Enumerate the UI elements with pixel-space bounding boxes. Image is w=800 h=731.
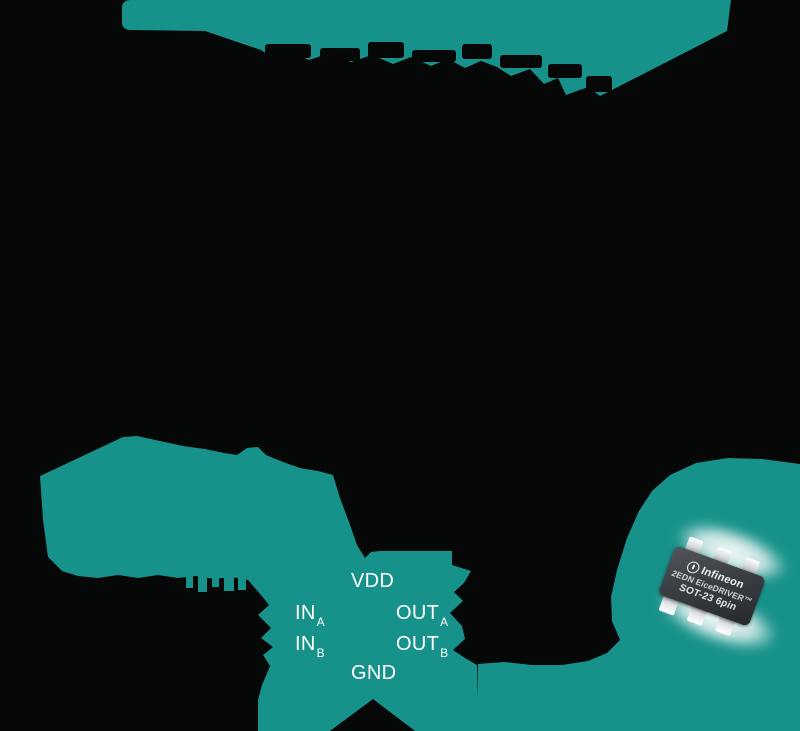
banner-text-knockout: [320, 48, 360, 61]
banner-text-knockout: [412, 50, 456, 62]
pin-label-out-a-sub: A: [440, 615, 449, 629]
banner-text-knockout: [586, 76, 612, 92]
pin-label-gnd: GND: [351, 663, 396, 683]
pin-label-vdd: VDD: [351, 571, 394, 591]
teal-banner-shape: [122, 0, 731, 96]
pin-label-out-b-base: OUT: [396, 633, 440, 655]
pin-label-out-a: OUTA: [396, 602, 448, 628]
bottom-notch: [330, 699, 415, 731]
pin-label-in-a-sub: A: [316, 615, 325, 629]
teal-fragment: [224, 576, 234, 591]
pin-label-in-a: INA: [295, 602, 325, 628]
pin-label-in-a-base: IN: [295, 602, 316, 624]
banner-text-knockout: [265, 44, 311, 58]
pin-label-in-b-sub: B: [316, 646, 325, 660]
teal-fragment: [198, 576, 207, 592]
teal-fragment: [186, 576, 193, 588]
banner-text-knockout: [462, 44, 492, 59]
banner-text-knockout: [548, 64, 582, 78]
pin-label-out-b-sub: B: [440, 646, 449, 660]
pin-label-out-a-base: OUT: [396, 602, 440, 624]
pin-label-in-b-base: IN: [295, 633, 316, 655]
pin-label-out-b: OUTB: [396, 633, 448, 659]
teal-blob-left: [40, 436, 479, 731]
pin-label-gnd-text: GND: [351, 662, 397, 684]
banner-text-knockout: [368, 42, 404, 58]
pin-label-in-b: INB: [295, 633, 325, 659]
pin-label-vdd-text: VDD: [351, 570, 395, 592]
teal-fragment: [212, 577, 219, 587]
teal-fragment: [238, 577, 246, 590]
banner-text-knockout: [500, 55, 542, 68]
